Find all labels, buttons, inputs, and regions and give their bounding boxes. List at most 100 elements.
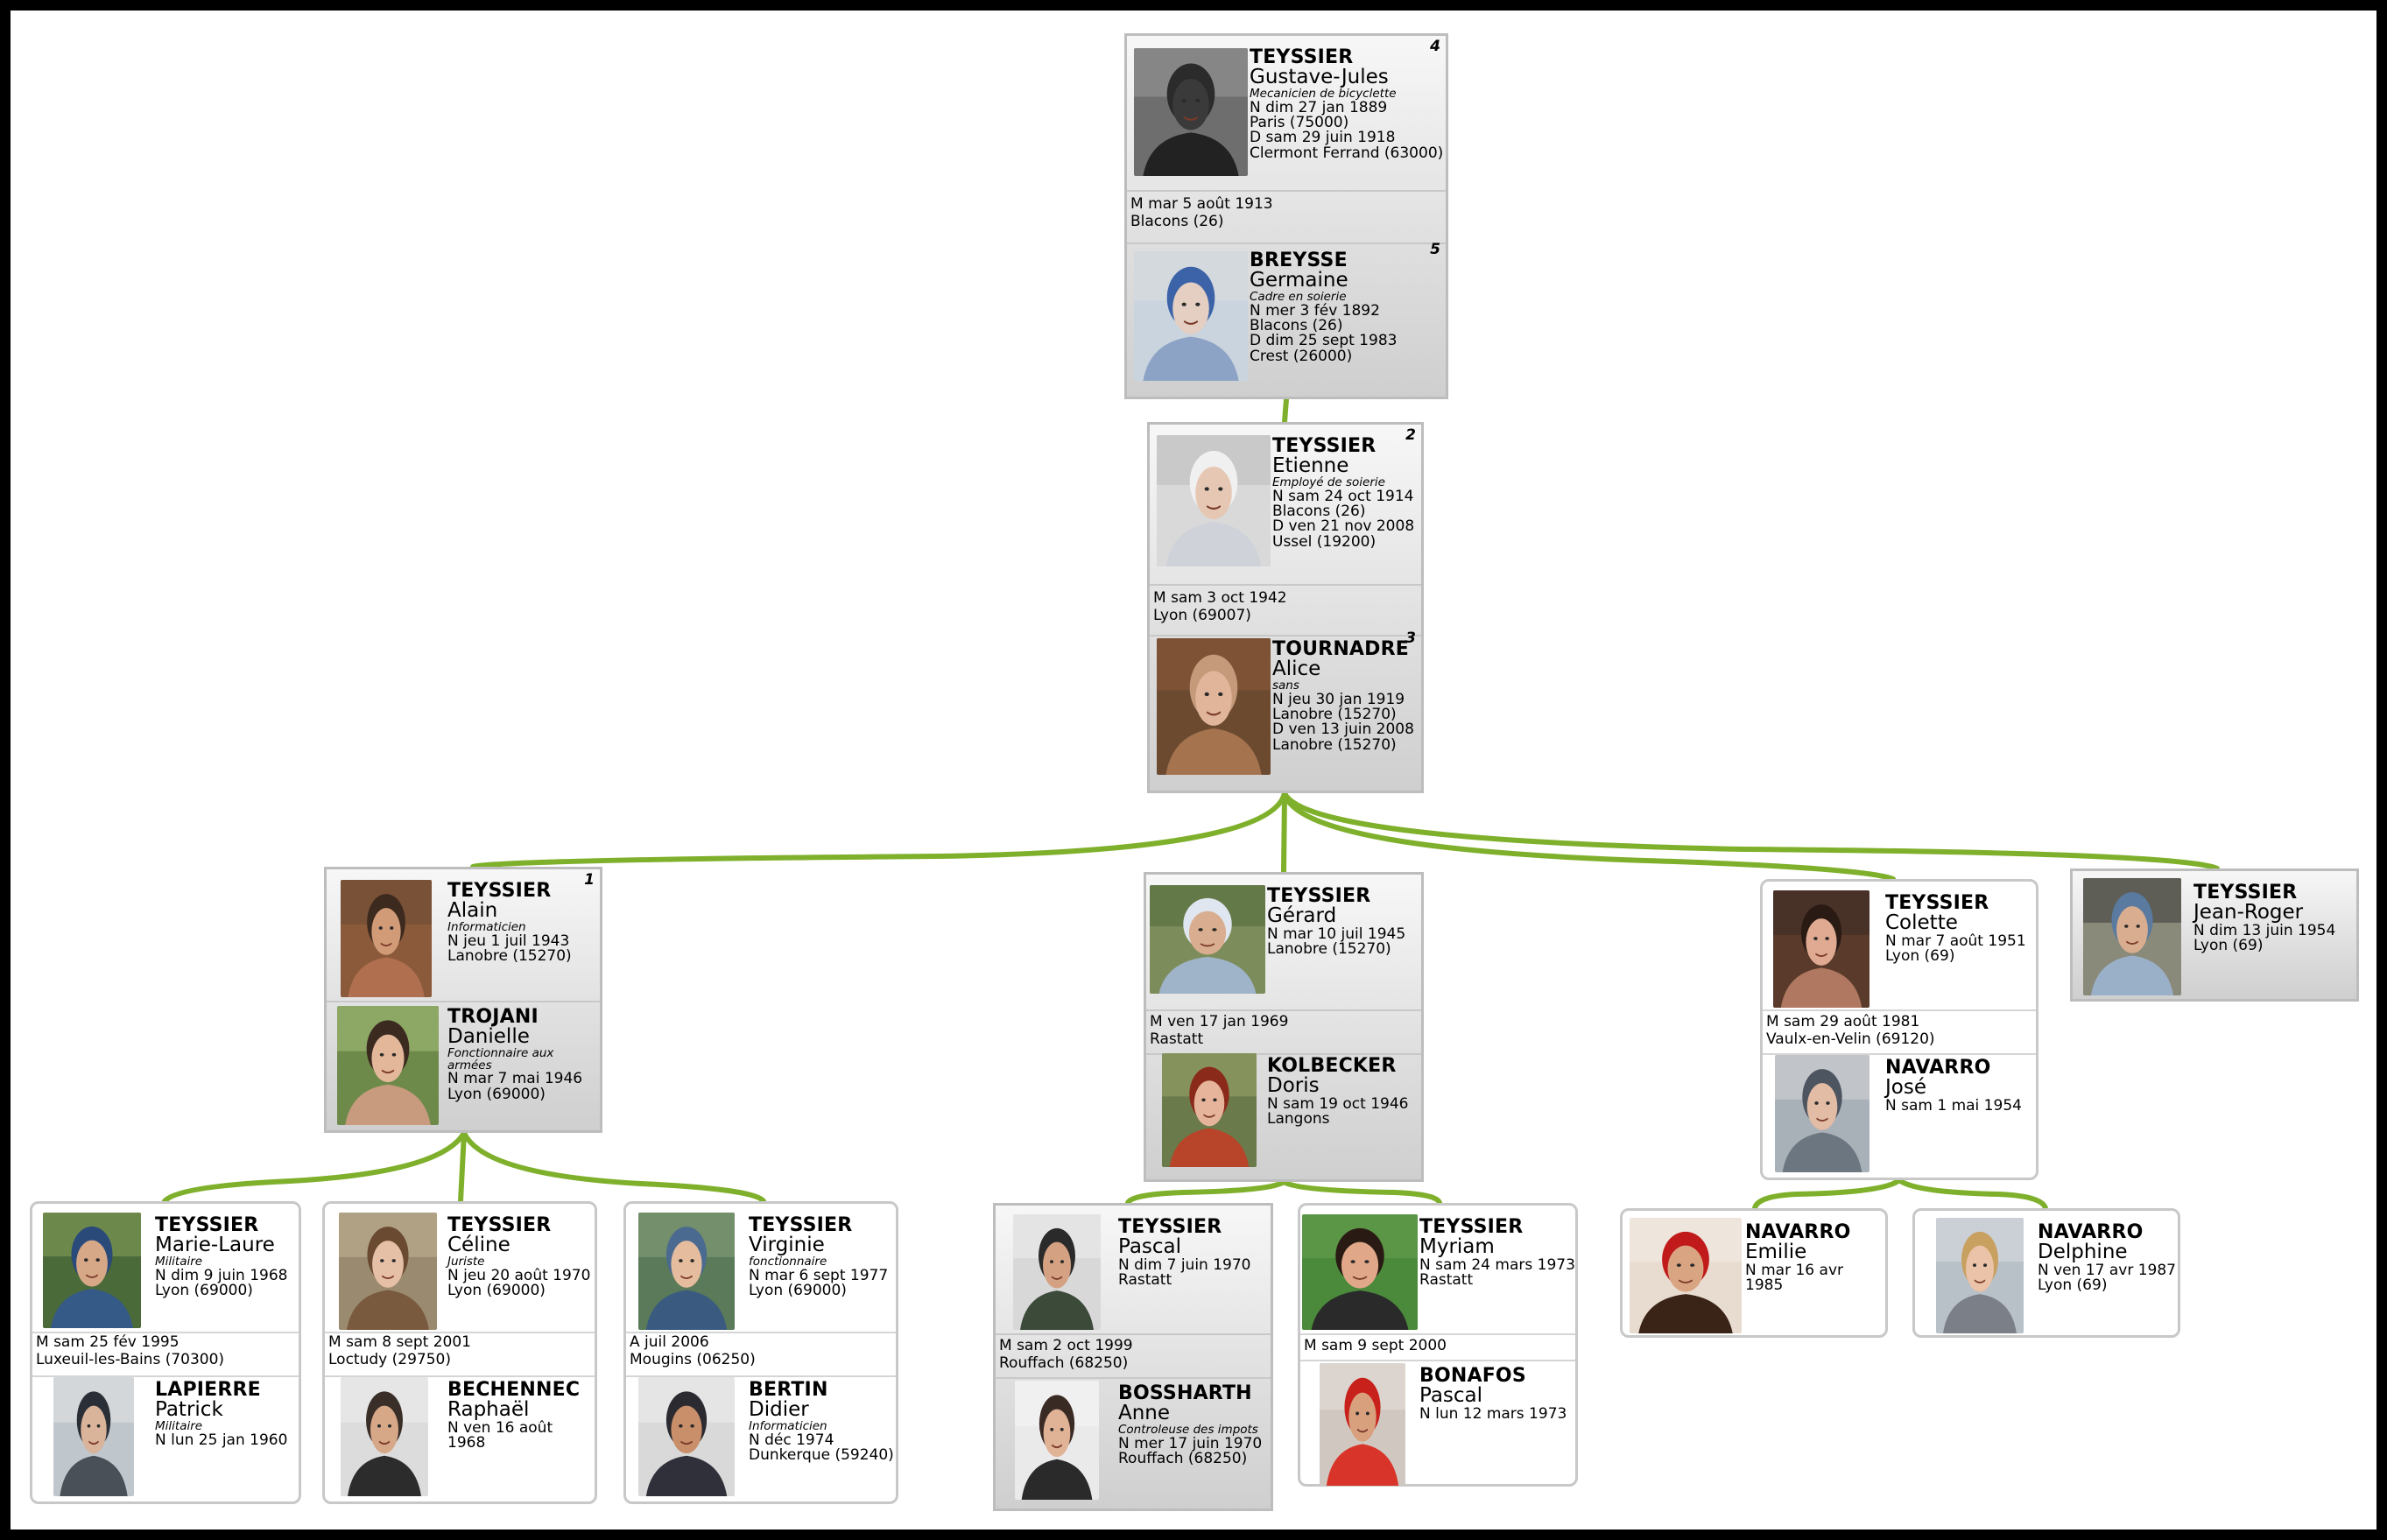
given-name: Pascal bbox=[1419, 1384, 1483, 1408]
elderly-man-pipe-photo bbox=[1157, 435, 1271, 566]
union-line: Loctudy (29750) bbox=[328, 1351, 451, 1369]
young-woman-garden-photo bbox=[1302, 1214, 1418, 1330]
divider bbox=[1146, 1009, 1421, 1011]
life-event: Lanobre (15270) bbox=[1272, 705, 1397, 723]
life-event: N mar 7 mai 1946 bbox=[447, 1070, 583, 1088]
elderly-woman-smiling-photo bbox=[1157, 638, 1271, 775]
surname: BONAFOS bbox=[1419, 1365, 1526, 1387]
life-event: Rastatt bbox=[1419, 1271, 1474, 1290]
man-suit-photo bbox=[53, 1377, 134, 1496]
divider bbox=[325, 1375, 595, 1377]
given-name: Anne bbox=[1118, 1402, 1171, 1425]
surname: TEYSSIER bbox=[1272, 435, 1377, 457]
link-colette-delphine bbox=[1897, 1178, 2048, 1211]
given-name: Didier bbox=[749, 1398, 809, 1422]
divider bbox=[1150, 584, 1421, 586]
life-event: Crest (26000) bbox=[1250, 347, 1353, 365]
occupation: Informaticien bbox=[749, 1418, 827, 1433]
surname: TEYSSIER bbox=[447, 1214, 552, 1236]
sosa-number: 2 bbox=[1405, 426, 1416, 444]
divider bbox=[1763, 1053, 2036, 1055]
link-gerard-pascal bbox=[1125, 1179, 1286, 1206]
surname: TEYSSIER bbox=[155, 1214, 259, 1236]
surname: NAVARRO bbox=[2038, 1221, 2144, 1243]
life-event: D dim 25 sept 1983 bbox=[1250, 332, 1398, 350]
surname: LAPIERRE bbox=[155, 1379, 261, 1401]
divider bbox=[327, 1001, 600, 1002]
life-event: Lanobre (15270) bbox=[1272, 735, 1397, 754]
woman-curly-hair-photo bbox=[1773, 890, 1869, 1008]
life-event: N sam 1 mai 1954 bbox=[1885, 1096, 2022, 1115]
life-event: D ven 21 nov 2008 bbox=[1272, 517, 1415, 536]
surname: TEYSSIER bbox=[1885, 892, 1989, 914]
given-name: Patrick bbox=[155, 1398, 223, 1422]
occupation: Militaire bbox=[155, 1418, 203, 1433]
surname: TEYSSIER bbox=[1267, 885, 1371, 907]
man-red-shirt-photo bbox=[1320, 1363, 1405, 1486]
surname: TEYSSIER bbox=[2193, 882, 2298, 904]
occupation: Militaire bbox=[155, 1254, 203, 1269]
girl-blonde-photo bbox=[1936, 1218, 2024, 1333]
union-line: M sam 3 oct 1942 bbox=[1153, 589, 1287, 607]
link-gerard-myriam bbox=[1281, 1179, 1442, 1206]
given-name: Myriam bbox=[1419, 1235, 1495, 1259]
life-event: N mar 10 juil 1945 bbox=[1267, 925, 1406, 943]
link-alain-virginie bbox=[461, 1130, 766, 1204]
union-line: M sam 9 sept 2000 bbox=[1304, 1337, 1447, 1354]
life-event: Lyon (69) bbox=[2193, 937, 2264, 955]
life-event: N dim 7 juin 1970 bbox=[1118, 1255, 1251, 1274]
divider bbox=[996, 1333, 1271, 1335]
life-event: N mar 7 août 1951 bbox=[1885, 932, 2026, 950]
life-event: Rastatt bbox=[1118, 1271, 1172, 1290]
union-line: M sam 2 oct 1999 bbox=[999, 1337, 1133, 1354]
life-event: Lyon (69000) bbox=[155, 1281, 253, 1299]
union-line: M ven 17 jan 1969 bbox=[1150, 1013, 1289, 1030]
life-event: Paris (75000) bbox=[1250, 113, 1349, 131]
man-glasses-indoor-photo bbox=[2083, 878, 2181, 995]
girl-glasses-photo bbox=[638, 1213, 735, 1330]
given-name: Germaine bbox=[1250, 269, 1348, 292]
life-event: Langons bbox=[1267, 1110, 1330, 1129]
surname: TROJANI bbox=[447, 1006, 539, 1028]
link-alain-celine bbox=[458, 1130, 467, 1204]
life-event: D sam 29 juin 1918 bbox=[1250, 129, 1396, 147]
life-event: N ven 16 août 1968 bbox=[447, 1418, 553, 1452]
given-name: Alain bbox=[447, 899, 498, 923]
life-event: N ven 17 avr 1987 bbox=[2038, 1261, 2176, 1279]
young-man-dark-photo bbox=[1013, 1214, 1101, 1330]
occupation: Cadre en soierie bbox=[1250, 289, 1347, 304]
given-name: Danielle bbox=[447, 1025, 530, 1049]
surname: BECHENNEC bbox=[447, 1379, 581, 1401]
union-event: M sam 9 sept 2000 bbox=[1304, 1337, 1447, 1354]
surname: KOLBECKER bbox=[1267, 1055, 1397, 1077]
life-event: N lun 12 mars 1973 bbox=[1419, 1404, 1567, 1423]
